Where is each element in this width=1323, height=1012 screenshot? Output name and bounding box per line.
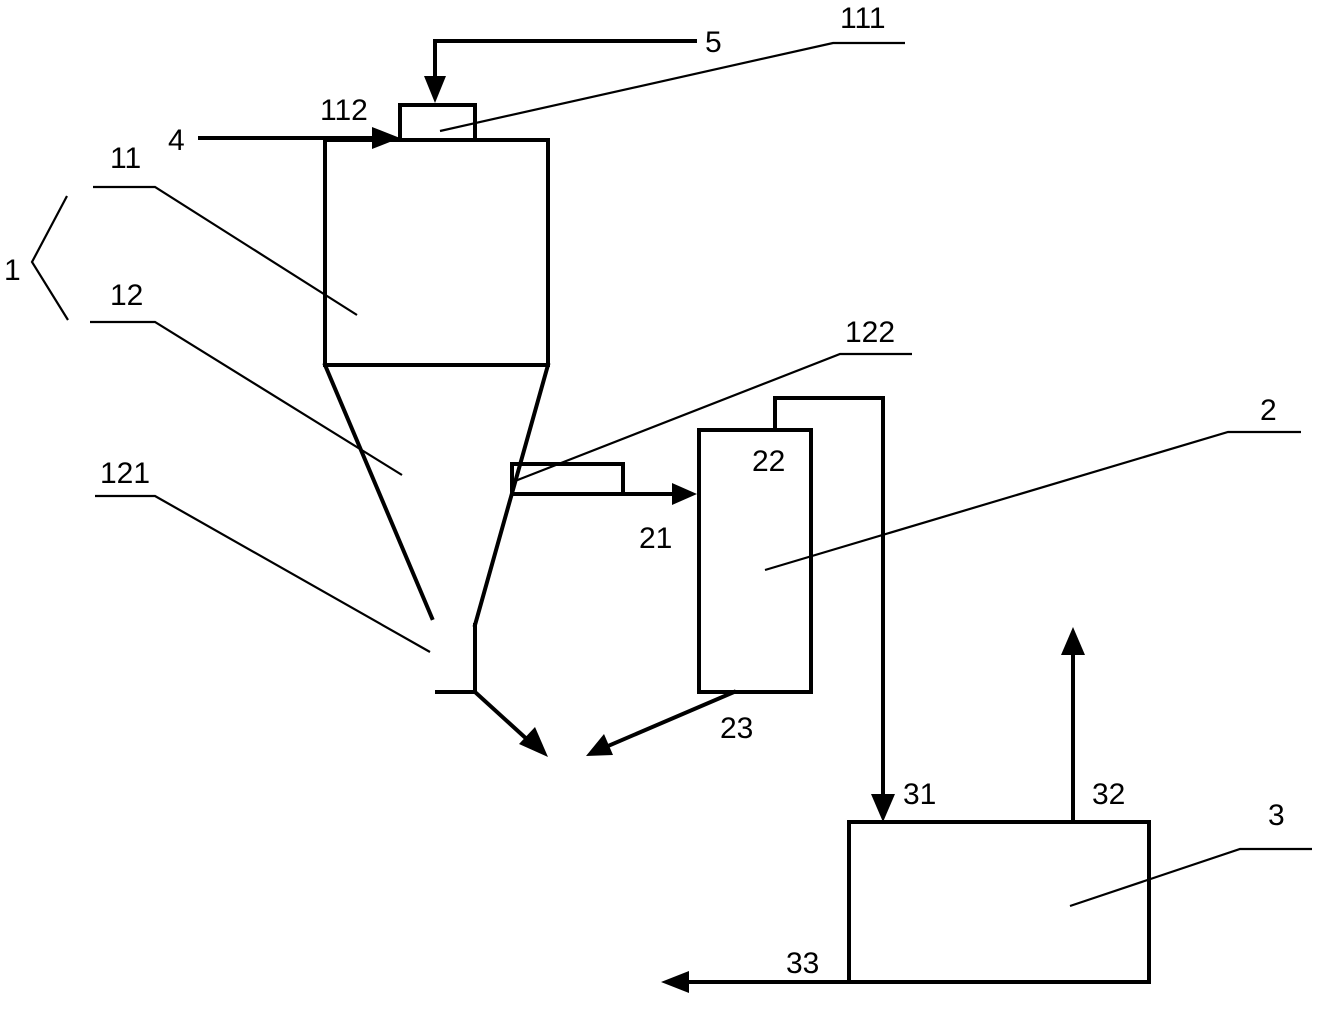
- unit-1-tower: [322, 103, 697, 757]
- outlet-33-arrowhead: [661, 971, 689, 993]
- label-4: 4: [168, 124, 185, 157]
- top-outlet-line: [773, 396, 885, 800]
- inlet-4-stream: [198, 127, 400, 149]
- leader-11: [93, 185, 358, 316]
- unit-3-tank: [661, 627, 1151, 993]
- bottom-outlet-discharge: [472, 689, 533, 745]
- column-body: [697, 428, 813, 694]
- top-nozzle: [398, 103, 477, 142]
- label-5: 5: [705, 26, 722, 59]
- leader-12: [90, 320, 403, 476]
- label-32: 32: [1092, 778, 1125, 811]
- label-31: 31: [903, 778, 936, 811]
- label-11: 11: [110, 142, 141, 175]
- label-121: 121: [100, 457, 150, 490]
- leader-122: [514, 352, 912, 483]
- leader-lines: [30, 41, 1312, 908]
- side-outlet-pipe: [510, 462, 625, 496]
- vent-32-arrowhead: [1061, 627, 1085, 655]
- bracket-1: [30, 195, 69, 321]
- feed-21-arrowhead: [672, 483, 697, 505]
- leader-3: [1069, 847, 1312, 908]
- label-1: 1: [4, 254, 21, 287]
- label-3: 3: [1268, 799, 1285, 832]
- label-111: 111: [840, 2, 886, 35]
- bottom-outlet-23-line: [605, 689, 737, 749]
- label-22: 22: [752, 445, 785, 478]
- tank-body: [847, 820, 1151, 984]
- label-112: 112: [320, 94, 368, 127]
- outlet-23-arrowhead: [586, 734, 613, 756]
- leader-121: [95, 494, 431, 653]
- label-122: 122: [845, 316, 895, 349]
- leader-111: [439, 41, 905, 133]
- inlet-5-arrowhead: [424, 76, 446, 103]
- label-33: 33: [786, 947, 819, 980]
- label-2: 2: [1260, 394, 1277, 427]
- labels: 1 11 12 111 112 121 122 2 21 22 23 3 31 …: [4, 2, 1285, 980]
- label-21: 21: [639, 522, 672, 555]
- feed-31-arrowhead: [871, 794, 895, 822]
- inlet-5-stream: [424, 39, 697, 103]
- unit-2-column: [586, 396, 895, 822]
- bottom-discharge-arrowhead: [519, 727, 548, 757]
- label-23: 23: [720, 712, 753, 745]
- inlet-4-arrowhead: [372, 127, 400, 149]
- label-12: 12: [110, 279, 143, 312]
- tower-upper-cylinder: [323, 138, 550, 367]
- cone-left-wall: [322, 362, 435, 621]
- leader-2: [764, 430, 1301, 572]
